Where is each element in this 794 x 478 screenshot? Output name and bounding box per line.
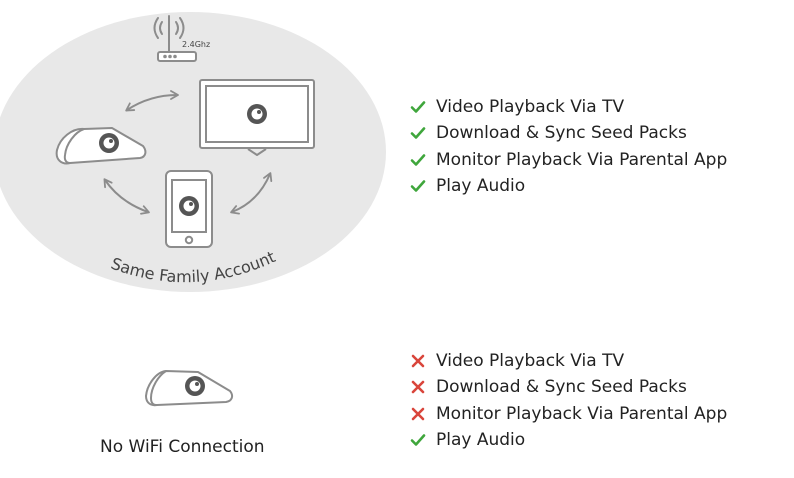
feature-label: Video Playback Via TV [436, 351, 625, 372]
check-icon [410, 434, 426, 446]
feature-label: Monitor Playback Via Parental App [436, 149, 728, 170]
feature-label: Video Playback Via TV [436, 97, 625, 118]
feature-download-sync: Download & Sync Seed Packs [410, 120, 727, 146]
check-icon [410, 101, 426, 113]
seed-logo-icon [185, 376, 205, 396]
feature-play-audio: Play Audio [410, 427, 727, 453]
feature-video-playback: Video Playback Via TV [410, 348, 727, 374]
feature-monitor-playback: Monitor Playback Via Parental App [410, 401, 727, 427]
seed-logo-icon [99, 133, 119, 153]
feature-label: Play Audio [436, 176, 526, 197]
check-icon [410, 180, 426, 192]
seed-logo-icon [179, 196, 199, 216]
feature-download-sync: Download & Sync Seed Packs [410, 374, 727, 400]
connected-feature-list: Video Playback Via TV Download & Sync Se… [410, 94, 727, 199]
feature-video-playback: Video Playback Via TV [410, 94, 727, 120]
seed-logo-icon [247, 104, 267, 124]
double-arrow-icon [103, 90, 273, 215]
feature-monitor-playback: Monitor Playback Via Parental App [410, 147, 727, 173]
check-icon [410, 153, 426, 166]
cross-icon [411, 354, 425, 368]
no-wifi-caption: No WiFi Connection [100, 437, 265, 457]
check-icon [410, 127, 426, 140]
tv-icon [199, 79, 315, 156]
cross-icon [411, 407, 425, 421]
offline-feature-list: Video Playback Via TV Download & Sync Se… [410, 348, 727, 453]
feature-play-audio: Play Audio [410, 173, 727, 199]
feature-label: Play Audio [436, 430, 526, 451]
cross-icon [411, 381, 425, 394]
feature-label: Download & Sync Seed Packs [436, 377, 687, 398]
wifi-router-icon [153, 15, 197, 62]
feature-label: Download & Sync Seed Packs [436, 123, 687, 144]
router-label: 2.4Ghz [182, 40, 210, 49]
feature-label: Monitor Playback Via Parental App [436, 403, 728, 424]
